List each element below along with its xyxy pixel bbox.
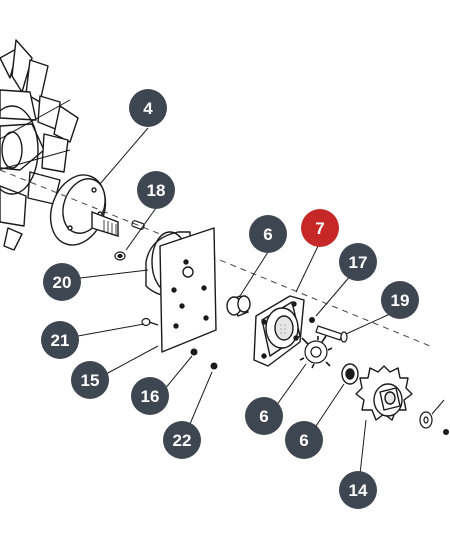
callout-21: 21 [41, 321, 79, 359]
sprocket-part-14 [355, 365, 413, 421]
hub-part-4 [49, 174, 119, 246]
callout-circle [129, 89, 167, 127]
callout-22: 22 [163, 421, 201, 459]
flywheel-fan [0, 39, 79, 251]
callout-circle [249, 215, 287, 253]
callout-number: 6 [263, 225, 272, 244]
callout-circle [43, 263, 81, 301]
callout-circle [71, 361, 109, 399]
callout-number: 21 [51, 331, 70, 350]
assembly-axis-line [0, 169, 431, 347]
callout-6: 6 [245, 397, 283, 435]
callout-19: 19 [381, 281, 419, 319]
callout-7-highlighted: 7 [301, 209, 339, 247]
callout-circle [137, 171, 175, 209]
callout-circle [163, 421, 201, 459]
bushing-part-6-upper [226, 295, 251, 317]
callout-badges: 4 18 6 7 17 19 20 21 15 16 22 6 6 14 [41, 89, 419, 509]
washer-part-right [419, 411, 433, 429]
nut-part-16 [190, 348, 198, 356]
callout-14: 14 [339, 471, 377, 509]
callout-circle [301, 209, 339, 247]
screw-part-21 [141, 317, 159, 327]
callout-number: 16 [141, 387, 160, 406]
callout-number: 20 [53, 273, 72, 292]
nut-part-22 [210, 362, 218, 370]
callout-number: 6 [299, 431, 308, 450]
callout-circle [41, 321, 79, 359]
callout-number: 19 [391, 291, 410, 310]
callout-number: 18 [147, 181, 166, 200]
key-part-18 [114, 220, 145, 261]
bearing-housing-part-7 [253, 295, 305, 367]
callout-circle [381, 281, 419, 319]
callout-number: 6 [259, 407, 268, 426]
callout-6: 6 [285, 421, 323, 459]
callout-number: 17 [349, 253, 368, 272]
callout-20: 20 [43, 263, 81, 301]
mounting-plate-part-20 [145, 227, 217, 353]
callout-6: 6 [249, 215, 287, 253]
nut-part-17 [309, 317, 315, 323]
bolt-part-19 [315, 325, 348, 343]
callout-16: 16 [131, 377, 169, 415]
lock-washer-part-6-middle [299, 335, 333, 369]
callout-circle [339, 471, 377, 509]
callout-15: 15 [71, 361, 109, 399]
callout-number: 15 [81, 371, 100, 390]
callout-17: 17 [339, 243, 377, 281]
callout-circle [285, 421, 323, 459]
callout-number: 7 [315, 219, 324, 238]
leader-lines [77, 127, 445, 475]
callout-circle [339, 243, 377, 281]
callout-4: 4 [129, 89, 167, 127]
callout-number: 22 [173, 431, 192, 450]
callout-circle [245, 397, 283, 435]
callout-number: 14 [349, 481, 368, 500]
callout-18: 18 [137, 171, 175, 209]
nut-part-right [443, 429, 449, 435]
callout-number: 4 [143, 99, 153, 118]
callout-circle [131, 377, 169, 415]
bearing-part-6-lower [341, 363, 359, 385]
